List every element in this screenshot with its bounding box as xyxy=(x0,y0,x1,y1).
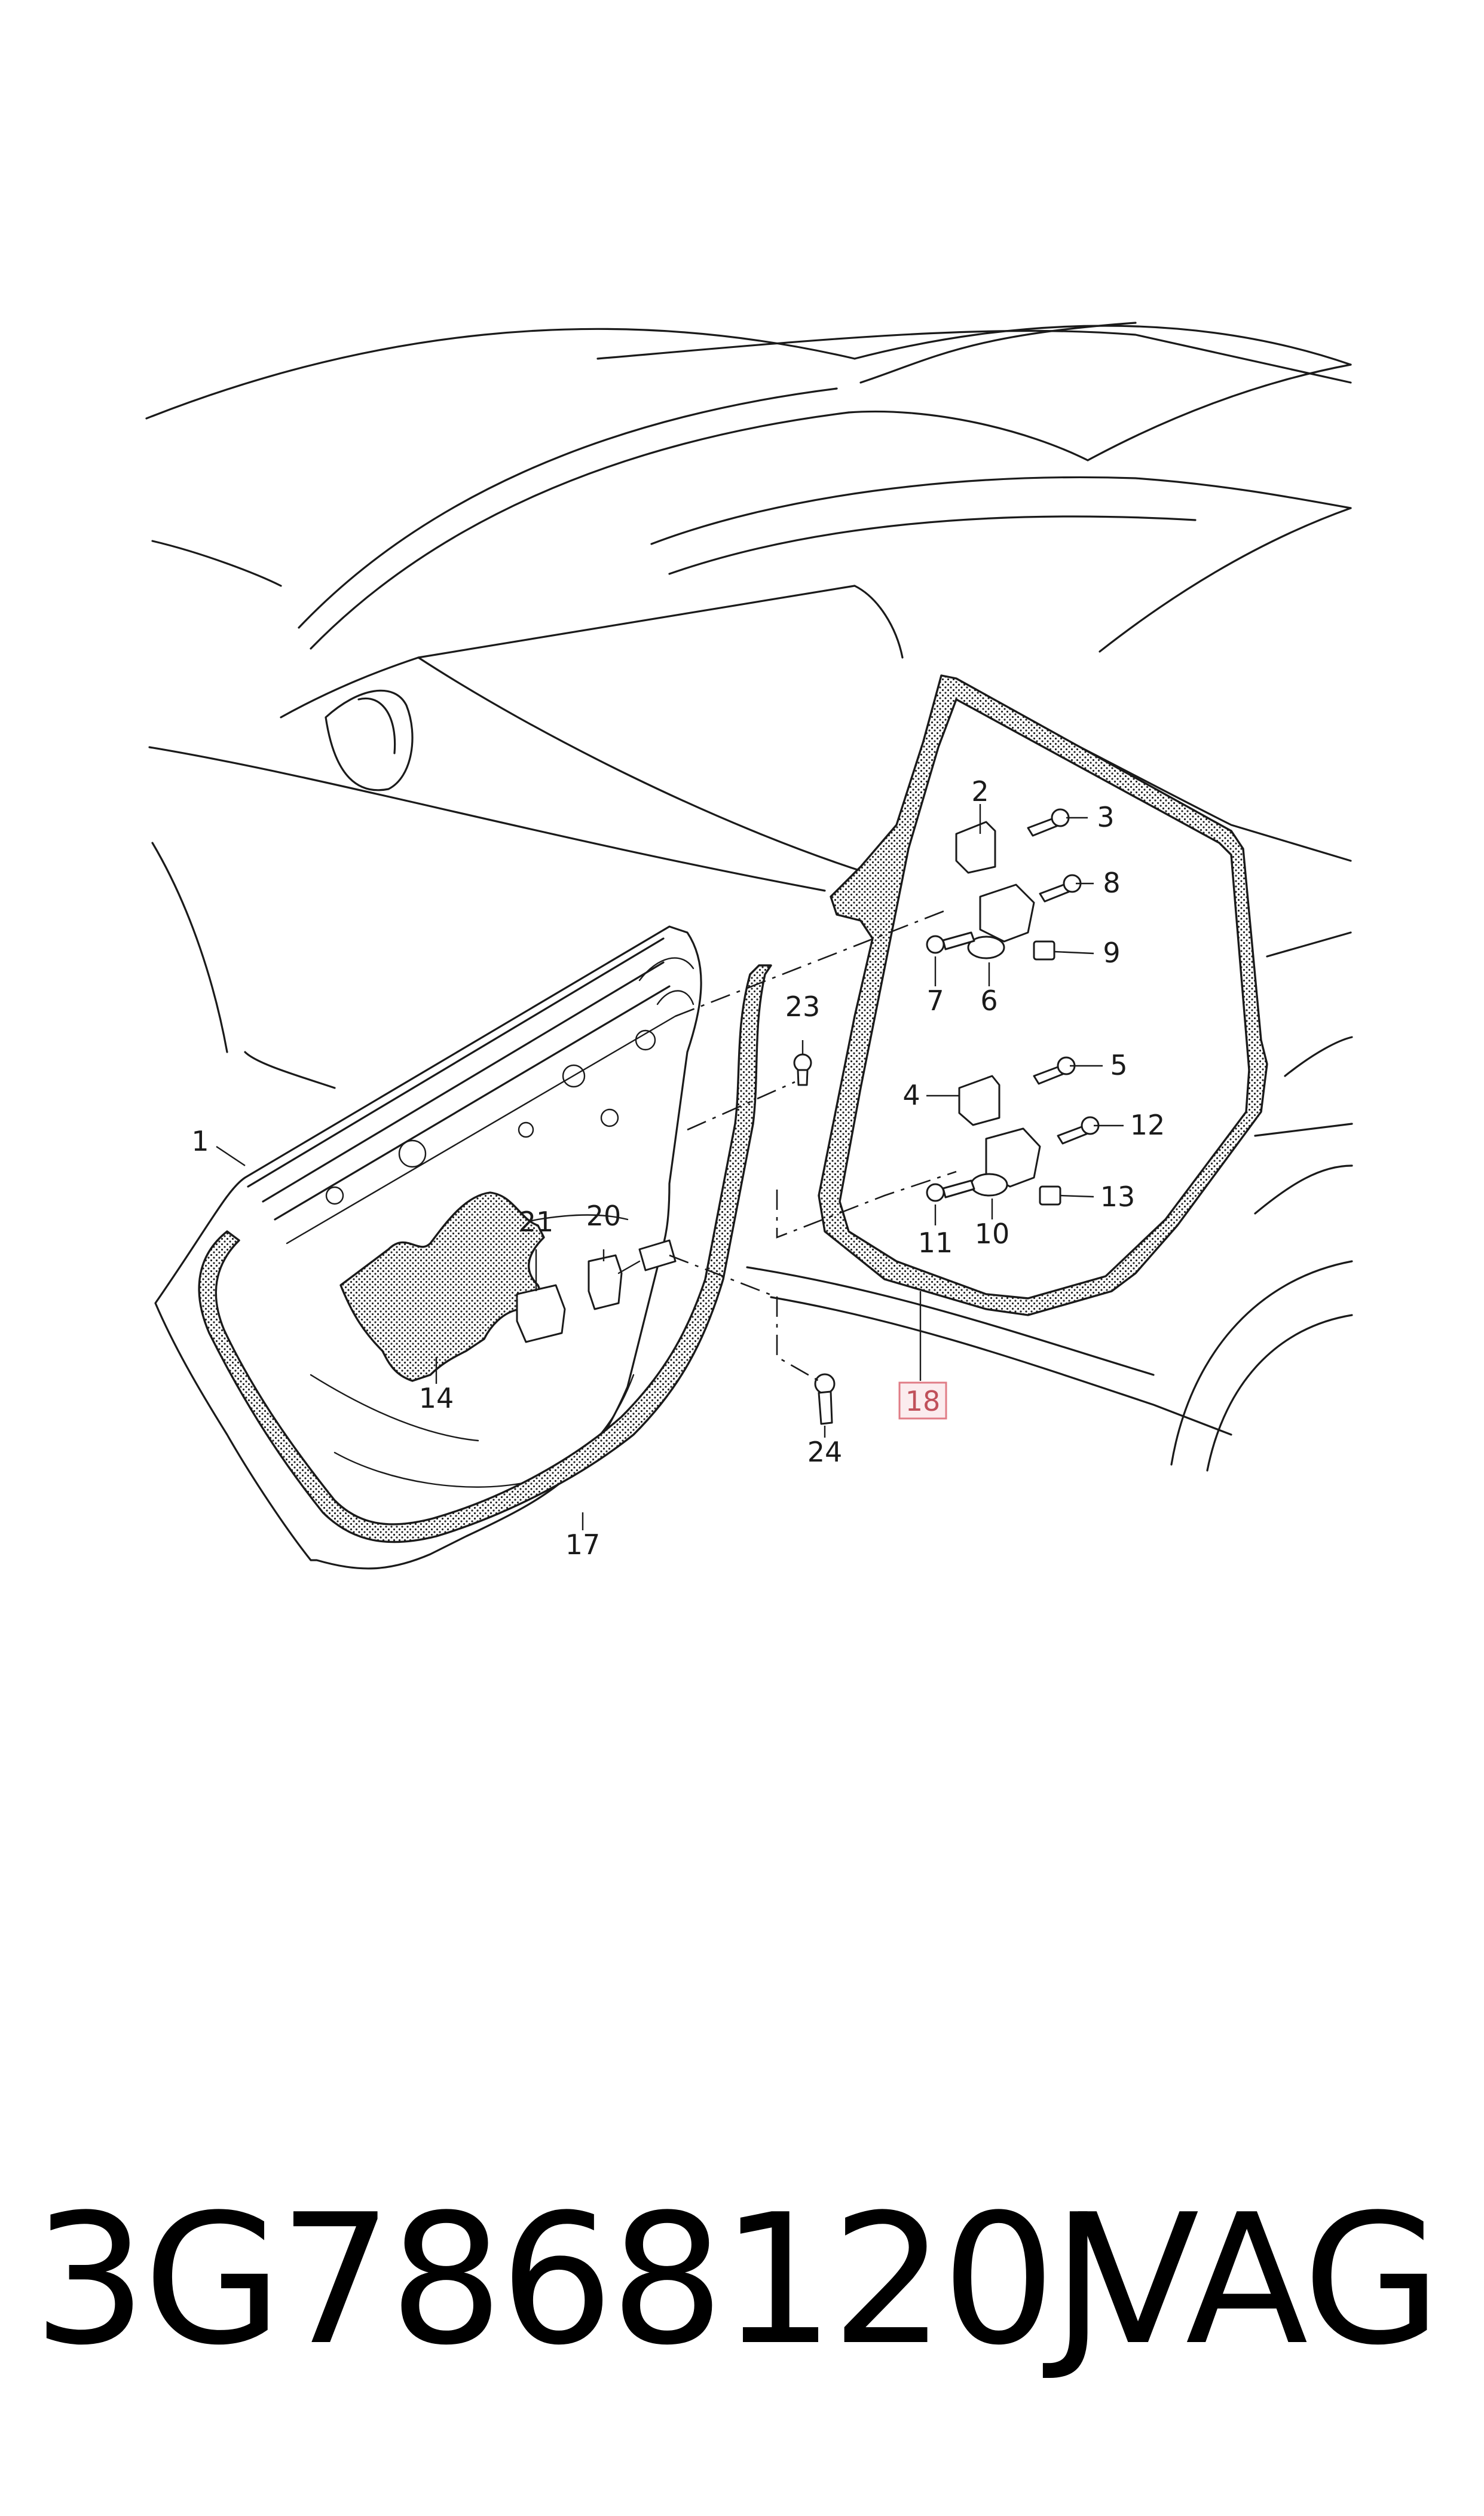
door-frame-seal xyxy=(818,674,1268,1316)
car-body-outline xyxy=(145,322,1353,1472)
callout-5: 5 xyxy=(1110,1049,1127,1081)
door-seal xyxy=(198,964,772,1543)
callout-21: 21 xyxy=(519,1206,554,1238)
brand-label: VAG xyxy=(1076,2176,1442,2384)
part-number: 3G7868120J xyxy=(33,2176,1105,2384)
exploded-parts-diagram: 1 2 3 4 5 6 7 8 9 10 11 12 13 14 17 18 2… xyxy=(145,322,1353,1570)
callout-10: 10 xyxy=(975,1218,1010,1250)
callout-18-highlight xyxy=(898,1381,947,1420)
callout-2: 2 xyxy=(971,775,989,808)
callout-11: 11 xyxy=(918,1227,953,1259)
callout-24: 24 xyxy=(807,1436,843,1468)
callout-7: 7 xyxy=(926,985,944,1017)
callout-14: 14 xyxy=(419,1382,454,1414)
callout-3: 3 xyxy=(1097,801,1114,833)
callout-17: 17 xyxy=(565,1528,601,1561)
lower-hinge xyxy=(958,1075,1061,1206)
callout-1: 1 xyxy=(191,1125,209,1157)
callout-6: 6 xyxy=(980,985,998,1017)
lock-parts xyxy=(516,1239,677,1343)
assembly-lines xyxy=(669,907,957,1382)
upper-hinge xyxy=(955,821,1055,961)
callout-13: 13 xyxy=(1100,1181,1136,1213)
leader-lines xyxy=(216,804,1124,1530)
callout-9: 9 xyxy=(1103,937,1120,969)
callout-8: 8 xyxy=(1103,867,1120,899)
callout-18: 18 xyxy=(905,1385,941,1417)
callout-4: 4 xyxy=(902,1079,920,1111)
callout-labels: 1 2 3 4 5 6 7 8 9 10 11 12 13 14 17 18 2… xyxy=(191,775,1165,1561)
sound-insulation-panel xyxy=(339,1191,545,1382)
callout-20: 20 xyxy=(586,1200,622,1232)
callout-23: 23 xyxy=(785,990,821,1023)
callout-12: 12 xyxy=(1130,1109,1165,1141)
